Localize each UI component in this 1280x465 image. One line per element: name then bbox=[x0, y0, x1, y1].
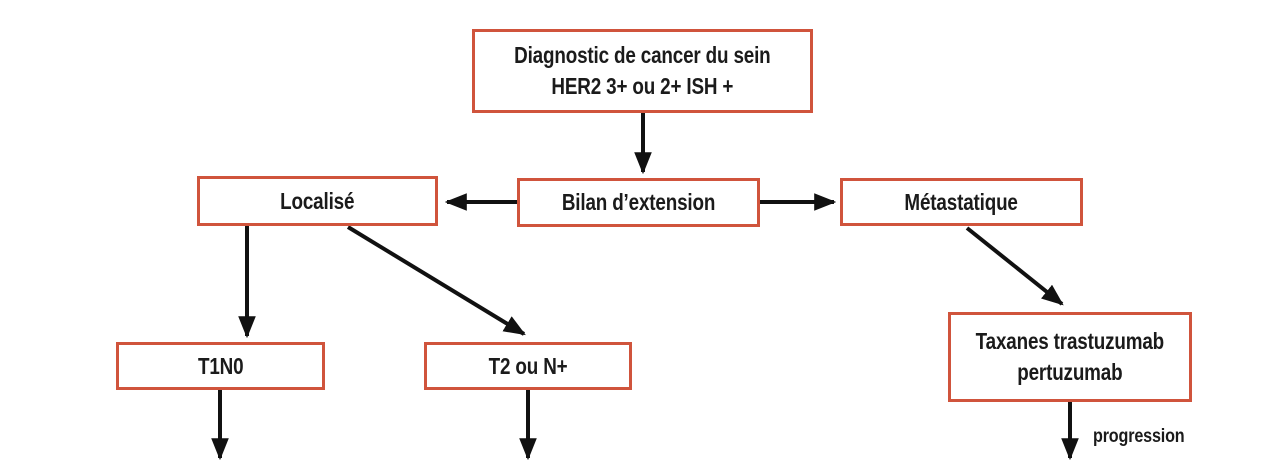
node-taxanes-line1: Taxanes trastuzumab bbox=[975, 328, 1165, 354]
node-bilan-extension-label: Bilan d’extension bbox=[561, 189, 716, 215]
node-metastatique-label: Métastatique bbox=[904, 188, 1019, 215]
node-metastatique: Métastatique bbox=[840, 178, 1083, 226]
node-taxanes-label: Taxanes trastuzumab pertuzumab bbox=[975, 326, 1165, 388]
node-taxanes-line2: pertuzumab bbox=[1017, 359, 1123, 385]
node-localise-label: Localisé bbox=[280, 187, 355, 214]
node-diagnostic-line2: HER2 3+ ou 2+ ISH + bbox=[551, 73, 734, 99]
node-t1n0-label: T1N0 bbox=[197, 352, 244, 379]
node-t1n0: T1N0 bbox=[116, 342, 325, 390]
arrow-localise-to-t2 bbox=[346, 225, 526, 336]
arrow-metastatique-to-taxanes bbox=[965, 226, 1064, 306]
edge-label-progression: progression bbox=[1093, 426, 1185, 447]
node-taxanes-trastuzumab-pertuzumab: Taxanes trastuzumab pertuzumab bbox=[948, 312, 1192, 402]
node-diagnostic-line1: Diagnostic de cancer du sein bbox=[514, 42, 771, 68]
node-localise: Localisé bbox=[197, 176, 438, 226]
node-t2-ou-n-plus: T2 ou N+ bbox=[424, 342, 632, 390]
node-diagnostic-label: Diagnostic de cancer du sein HER2 3+ ou … bbox=[514, 40, 771, 102]
node-t2-ou-n-plus-label: T2 ou N+ bbox=[488, 352, 568, 379]
node-bilan-extension: Bilan d’extension bbox=[517, 178, 760, 227]
node-diagnostic: Diagnostic de cancer du sein HER2 3+ ou … bbox=[472, 29, 813, 113]
